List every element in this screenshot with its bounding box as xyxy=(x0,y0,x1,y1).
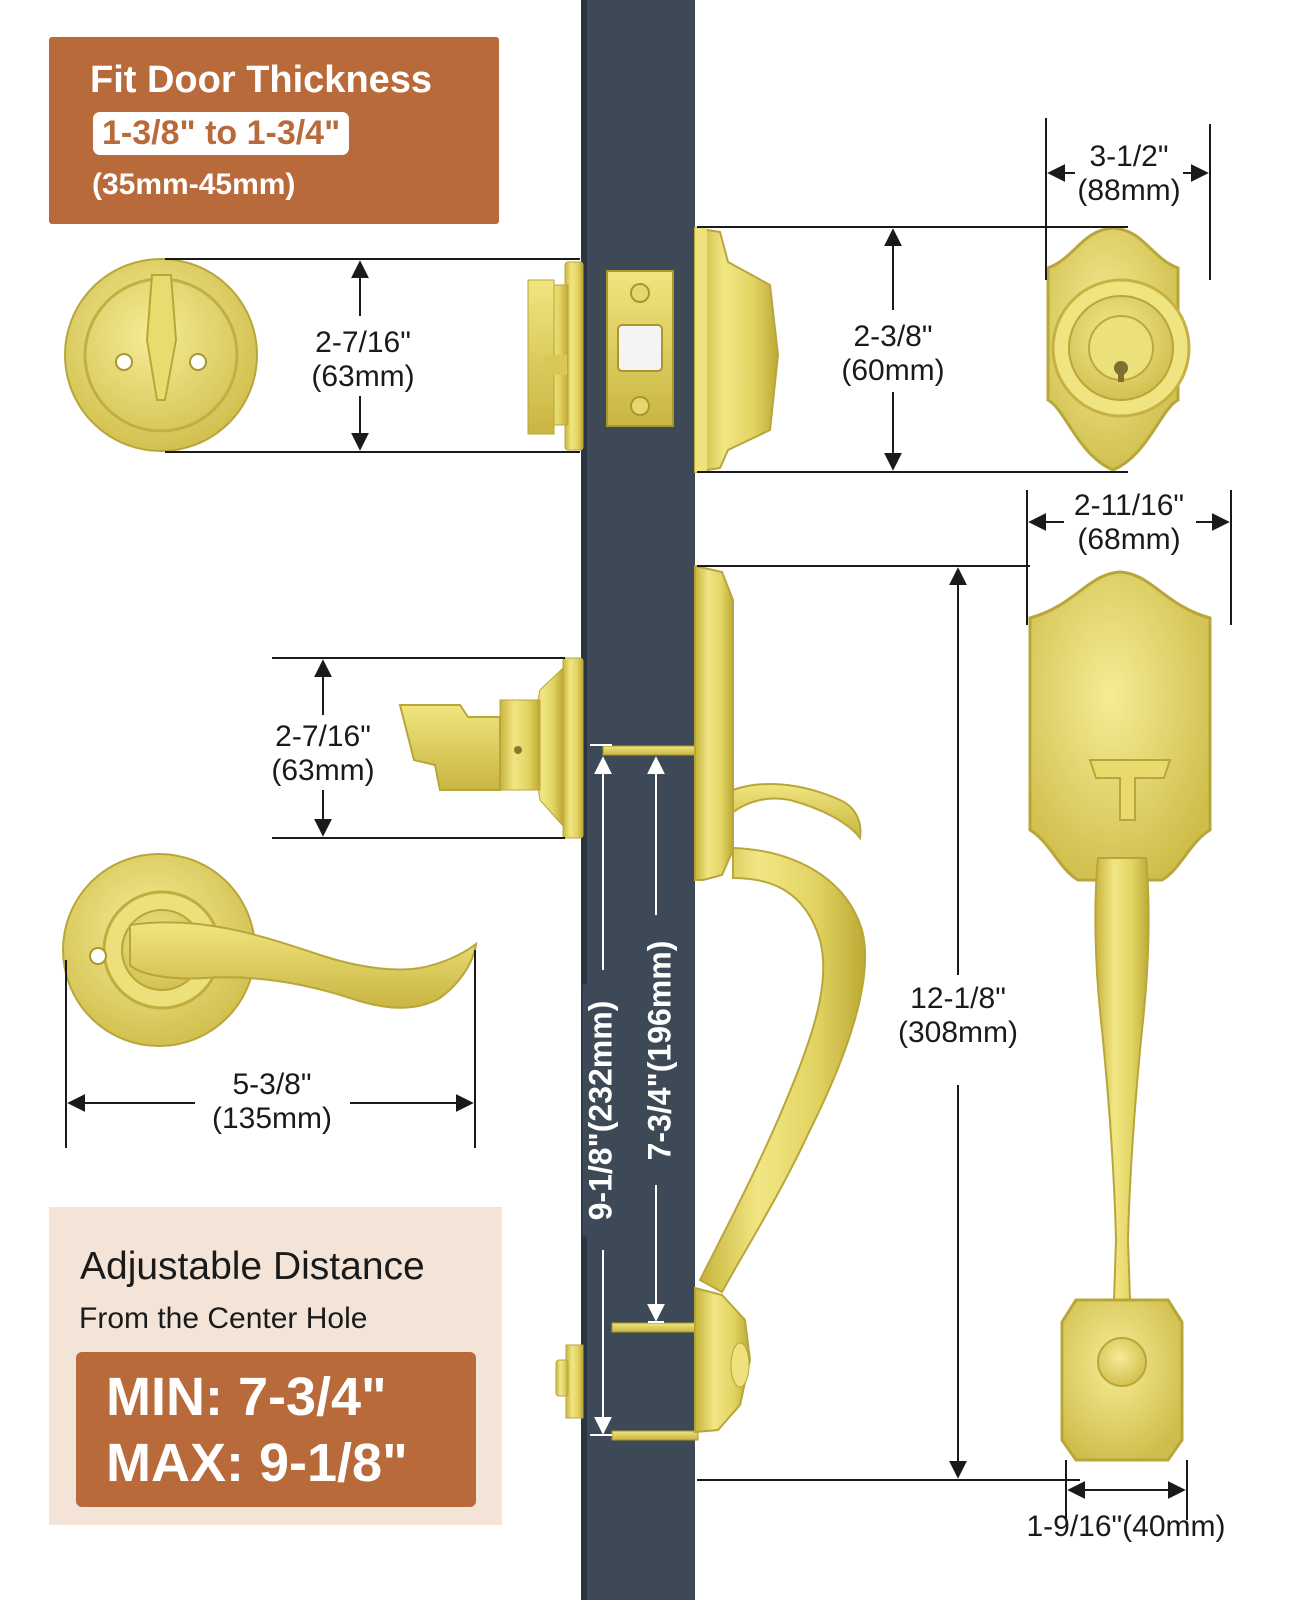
spindle-bottom-a xyxy=(611,1322,699,1333)
adjust-subtitle: From the Center Hole xyxy=(79,1302,368,1335)
bottom-screw xyxy=(565,1344,584,1419)
deadbolt-interior-side xyxy=(527,261,584,451)
handleset-side xyxy=(694,564,866,1434)
interior-lever-side xyxy=(398,657,584,839)
spindle-bottom-b xyxy=(611,1430,699,1441)
handleset-width-label: 2-11/16"(68mm) xyxy=(1073,489,1185,556)
handleset-bottom-width-label: 1-9/16"(40mm) xyxy=(1026,1510,1226,1543)
rose-height-label: 2-7/16"(63mm) xyxy=(311,326,415,393)
keyed-deadbolt-plate xyxy=(1046,226,1191,472)
max-value: MAX: 9-1/8" xyxy=(106,1433,408,1493)
fit-title: Fit Door Thickness xyxy=(90,59,433,101)
door-edge xyxy=(581,0,695,1600)
spindle-top xyxy=(602,745,699,756)
max-distance-label: 9-1/8"(232mm) xyxy=(582,984,620,1237)
adjustable-distance-card: Adjustable Distance From the Center Hole… xyxy=(49,1207,502,1525)
adjust-title: Adjustable Distance xyxy=(80,1245,425,1288)
fit-range: 1-3/8" to 1-3/4" xyxy=(93,112,350,155)
thumb-turn-rose xyxy=(64,258,258,452)
deadbolt-exterior-side xyxy=(694,226,780,474)
min-max-box: MIN: 7-3/4" MAX: 9-1/8" xyxy=(76,1352,476,1507)
min-distance-label: 7-3/4"(196mm) xyxy=(641,920,679,1181)
lever-length-label: 5-3/8"(135mm) xyxy=(211,1068,332,1135)
lever-rose-height-label: 2-7/16"(63mm) xyxy=(271,720,375,787)
interior-lever-front xyxy=(62,853,478,1047)
fit-door-thickness-card: Fit Door Thickness 1-3/8" to 1-3/4" (35m… xyxy=(49,37,499,224)
deadbolt-height-label: 2-3/8"(60mm) xyxy=(841,320,945,387)
handleset-front xyxy=(1028,570,1212,1462)
min-value: MIN: 7-3/4" xyxy=(106,1367,387,1427)
latch-faceplate xyxy=(606,270,674,427)
fit-metric: (35mm-45mm) xyxy=(92,168,296,201)
plate-width-label: 3-1/2"(88mm) xyxy=(1077,140,1181,207)
handleset-height-label: 12-1/8"(308mm) xyxy=(897,982,1018,1049)
